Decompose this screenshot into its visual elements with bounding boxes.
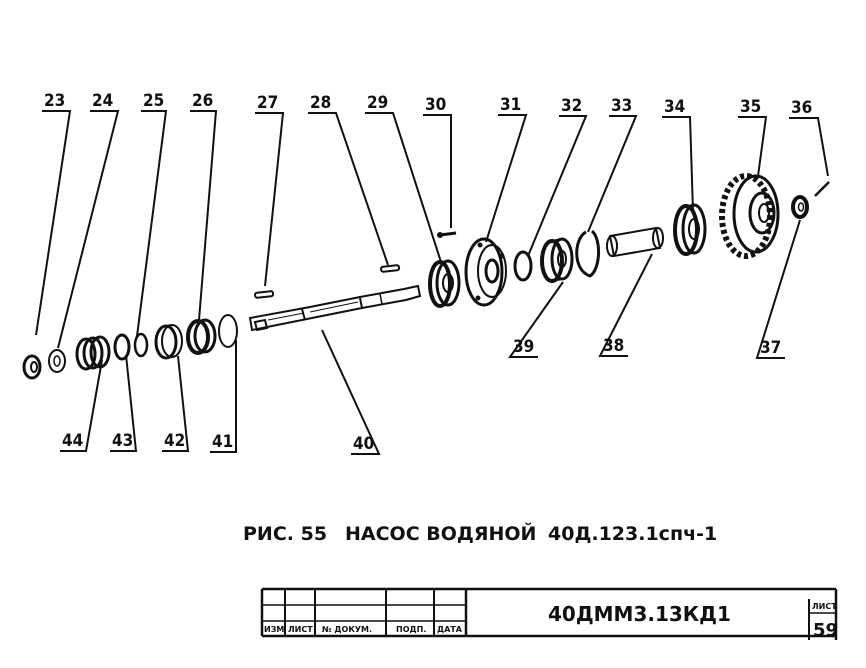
callout-43: 43 — [112, 431, 133, 451]
col-document: № ДОКУМ. — [322, 625, 372, 634]
leader-39 — [508, 281, 564, 358]
part-pin-28 — [380, 264, 401, 273]
part-pin-27 — [254, 290, 275, 299]
callout-37: 37 — [760, 338, 781, 358]
part-bearing-34 — [673, 203, 707, 256]
leader-28 — [308, 112, 389, 266]
leader-37 — [755, 219, 801, 359]
part-washer-32 — [513, 250, 533, 282]
figure-number: РИС. 55 — [243, 523, 327, 545]
part-seal-44 — [75, 335, 111, 371]
title-block: ИЗМ ЛИСТ № ДОКУМ. ПОДП. ДАТА 40ДММ3.13КД… — [260, 587, 838, 641]
part-ring-25 — [133, 332, 149, 358]
part-nut-23 — [22, 354, 42, 380]
col-izm: ИЗМ — [264, 625, 284, 634]
callout-40: 40 — [353, 434, 374, 454]
callout-34: 34 — [664, 97, 685, 117]
document-designation: 40ДММ3.13КД1 — [548, 602, 731, 626]
part-shaft-40 — [248, 284, 422, 332]
leader-38 — [598, 253, 653, 357]
figure-title: НАСОС ВОДЯНОЙ — [345, 522, 536, 545]
part-flange-31 — [464, 237, 507, 307]
callout-32: 32 — [561, 96, 582, 116]
part-sleeve-38 — [606, 226, 664, 258]
part-snap-ring-33 — [575, 229, 600, 278]
leader-43 — [110, 354, 138, 452]
part-washer-24 — [48, 349, 66, 373]
callout-44: 44 — [62, 431, 83, 451]
part-bearing-29 — [428, 259, 461, 308]
callout-30: 30 — [425, 95, 446, 115]
callout-24: 24 — [92, 91, 113, 111]
leader-25 — [136, 110, 168, 337]
callout-39: 39 — [513, 337, 534, 357]
leader-35 — [738, 116, 768, 177]
figure-caption: РИС. 55 НАСОС ВОДЯНОЙ 40Д.123.1спч-1 — [243, 522, 717, 545]
leader-30 — [423, 114, 452, 228]
part-housing-42 — [154, 324, 183, 360]
part-pin-36 — [814, 181, 830, 197]
leader-24 — [57, 110, 120, 349]
part-bearing-39 — [540, 237, 574, 283]
part-nut-37 — [791, 195, 809, 219]
callouts-top: 23 24 25 26 27 28 29 30 31 32 33 34 35 3… — [44, 91, 812, 118]
callout-33: 33 — [611, 96, 632, 116]
callout-27: 27 — [257, 93, 278, 113]
leader-29 — [365, 112, 442, 263]
callout-25: 25 — [143, 91, 164, 111]
leader-33 — [587, 115, 638, 233]
part-ring-43 — [113, 333, 131, 361]
parts — [22, 173, 830, 380]
leader-23 — [35, 110, 72, 336]
col-list: ЛИСТ — [288, 625, 313, 634]
leader-34 — [662, 116, 694, 213]
callouts-bottom: 44 43 42 41 40 39 38 37 — [62, 336, 781, 454]
leader-44 — [60, 359, 103, 452]
callout-35: 35 — [740, 97, 761, 117]
callout-36: 36 — [791, 98, 812, 118]
figure-code: 40Д.123.1спч-1 — [548, 523, 717, 545]
leader-36 — [789, 117, 829, 177]
callout-41: 41 — [212, 432, 233, 452]
col-date: ДАТА — [437, 625, 463, 634]
part-oring-41 — [218, 314, 238, 348]
callout-42: 42 — [164, 431, 185, 451]
leaders-bottom — [60, 219, 801, 455]
callout-26: 26 — [192, 91, 213, 111]
sheet-label: ЛИСТ — [812, 602, 837, 611]
sheet-number: 59 — [813, 620, 838, 641]
leader-40 — [321, 329, 381, 455]
leader-26 — [190, 110, 218, 321]
leader-27 — [255, 112, 285, 287]
leader-42 — [162, 355, 190, 452]
callout-29: 29 — [367, 93, 388, 113]
part-seal-26 — [186, 318, 217, 355]
col-signature: ПОДП. — [396, 625, 426, 634]
leader-41 — [210, 340, 237, 453]
callout-28: 28 — [310, 93, 331, 113]
part-screw-30 — [437, 231, 457, 238]
leaders-top — [35, 110, 829, 349]
callout-31: 31 — [500, 95, 521, 115]
part-gear-35 — [719, 173, 780, 259]
leader-31 — [485, 114, 528, 243]
leader-32 — [527, 115, 588, 257]
callout-23: 23 — [44, 91, 65, 111]
